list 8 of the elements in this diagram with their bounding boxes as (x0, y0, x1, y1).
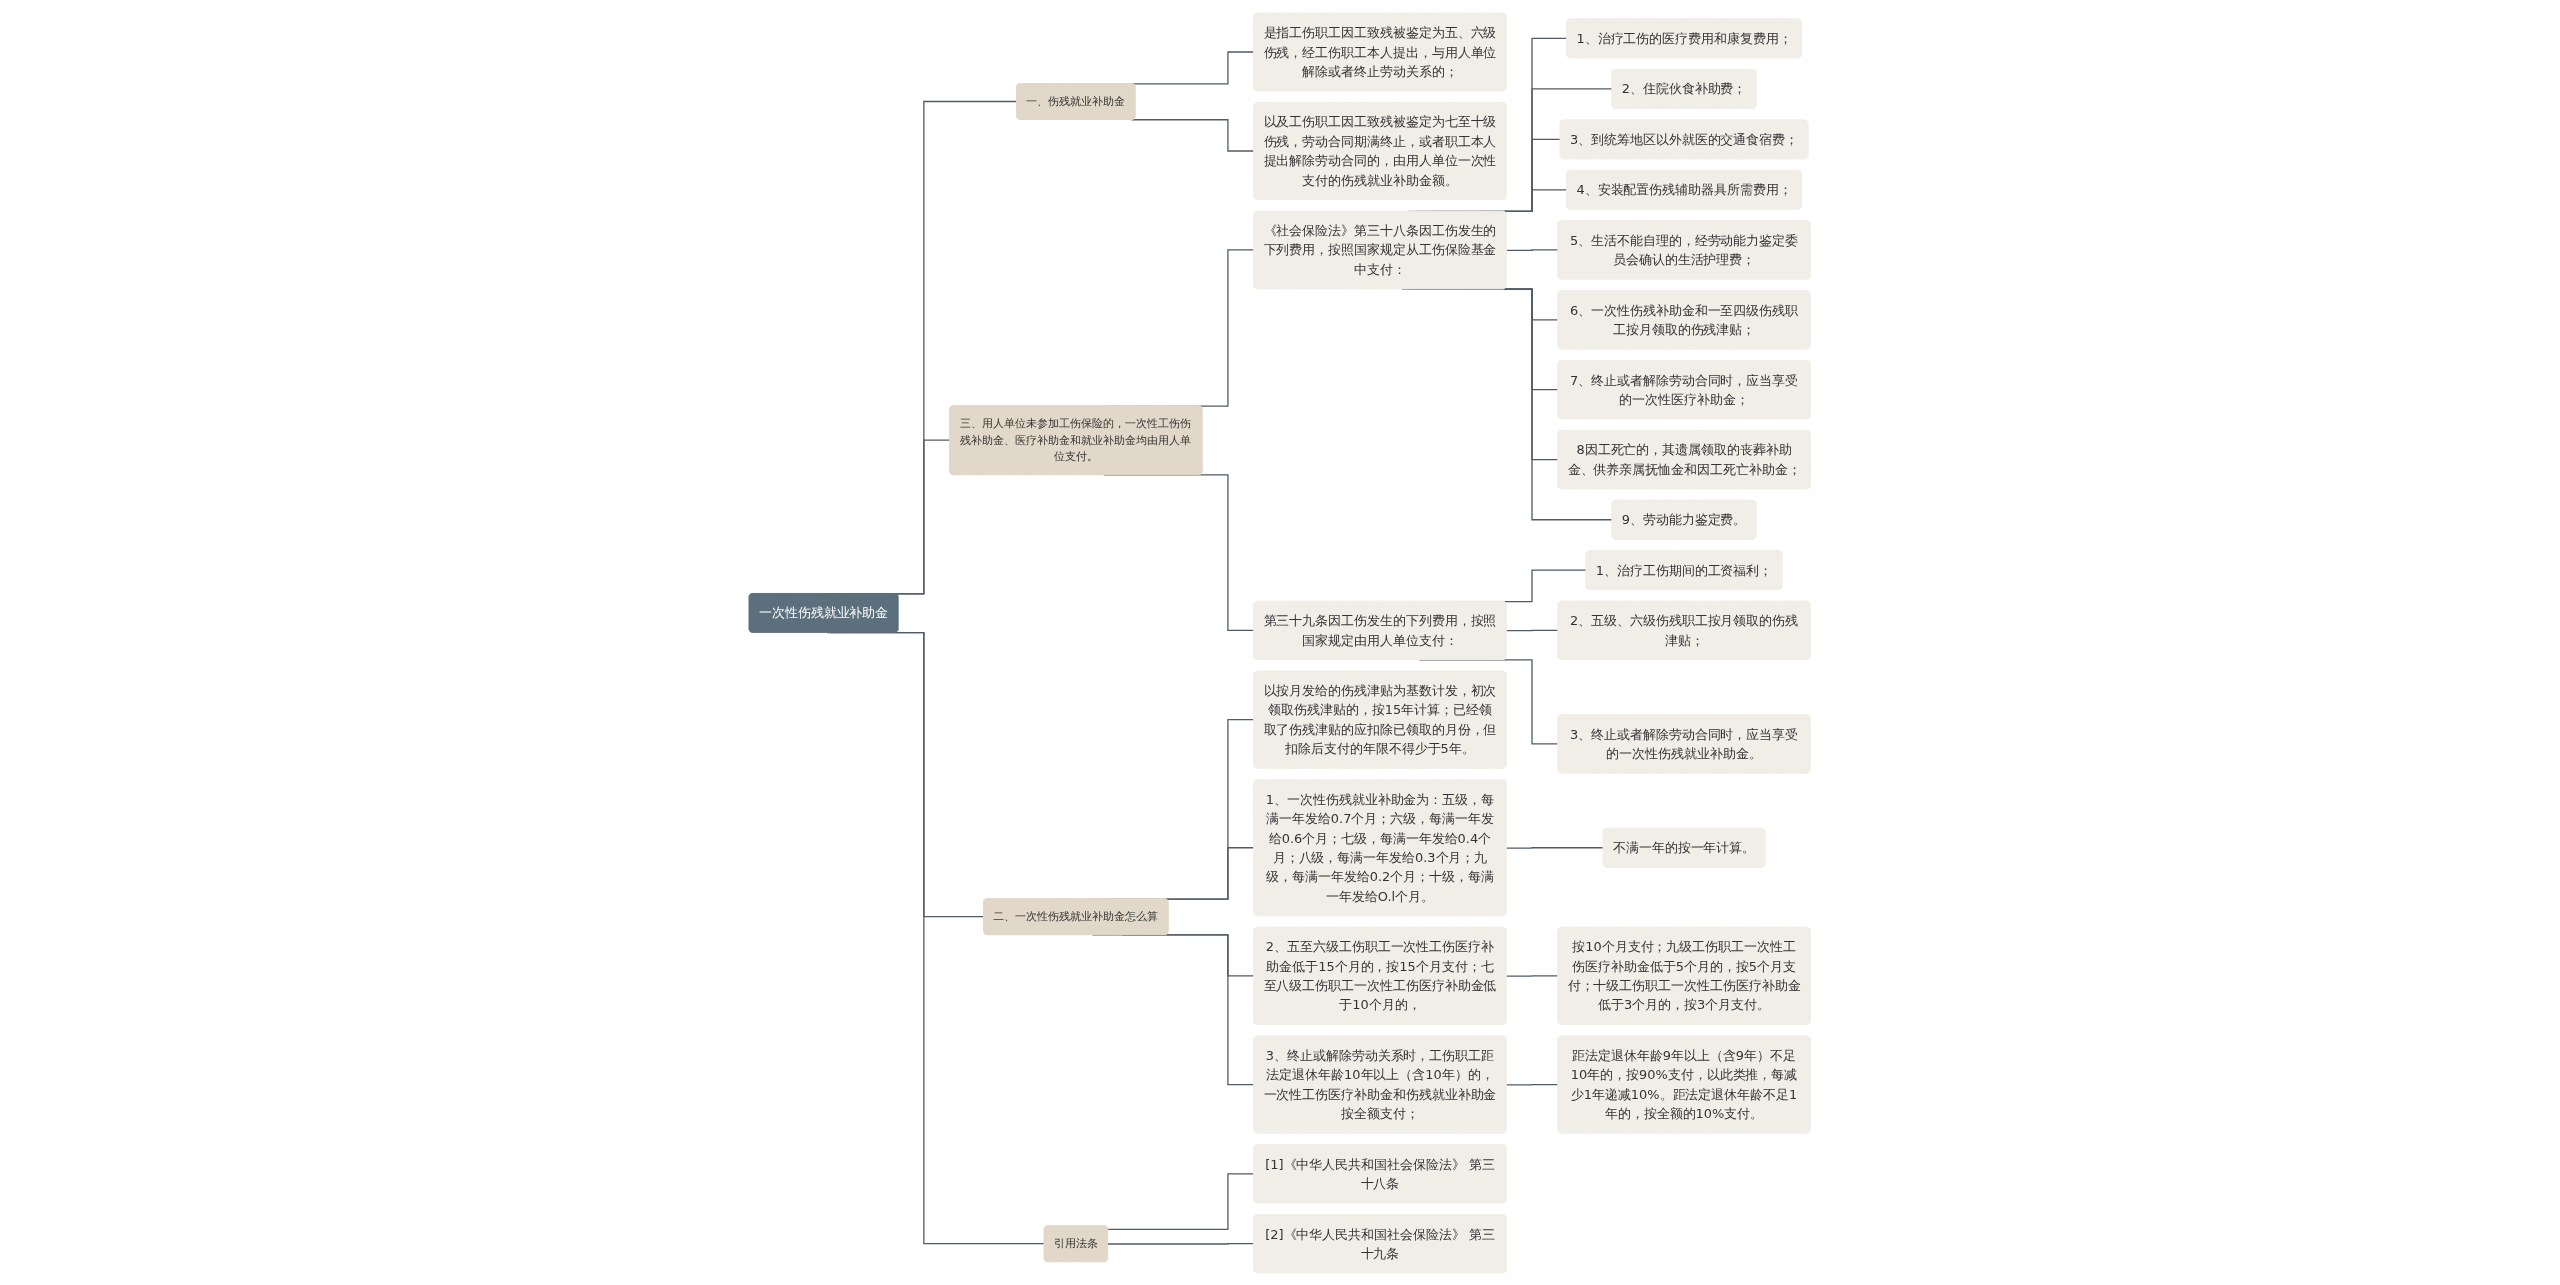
connector (1506, 629, 1560, 631)
connector (1506, 248, 1560, 251)
connector (1506, 846, 1605, 849)
connector (1107, 1172, 1256, 1230)
connector (1131, 118, 1256, 152)
connector (1506, 974, 1560, 977)
connector (1506, 1083, 1560, 1085)
connector (1107, 1242, 1256, 1245)
